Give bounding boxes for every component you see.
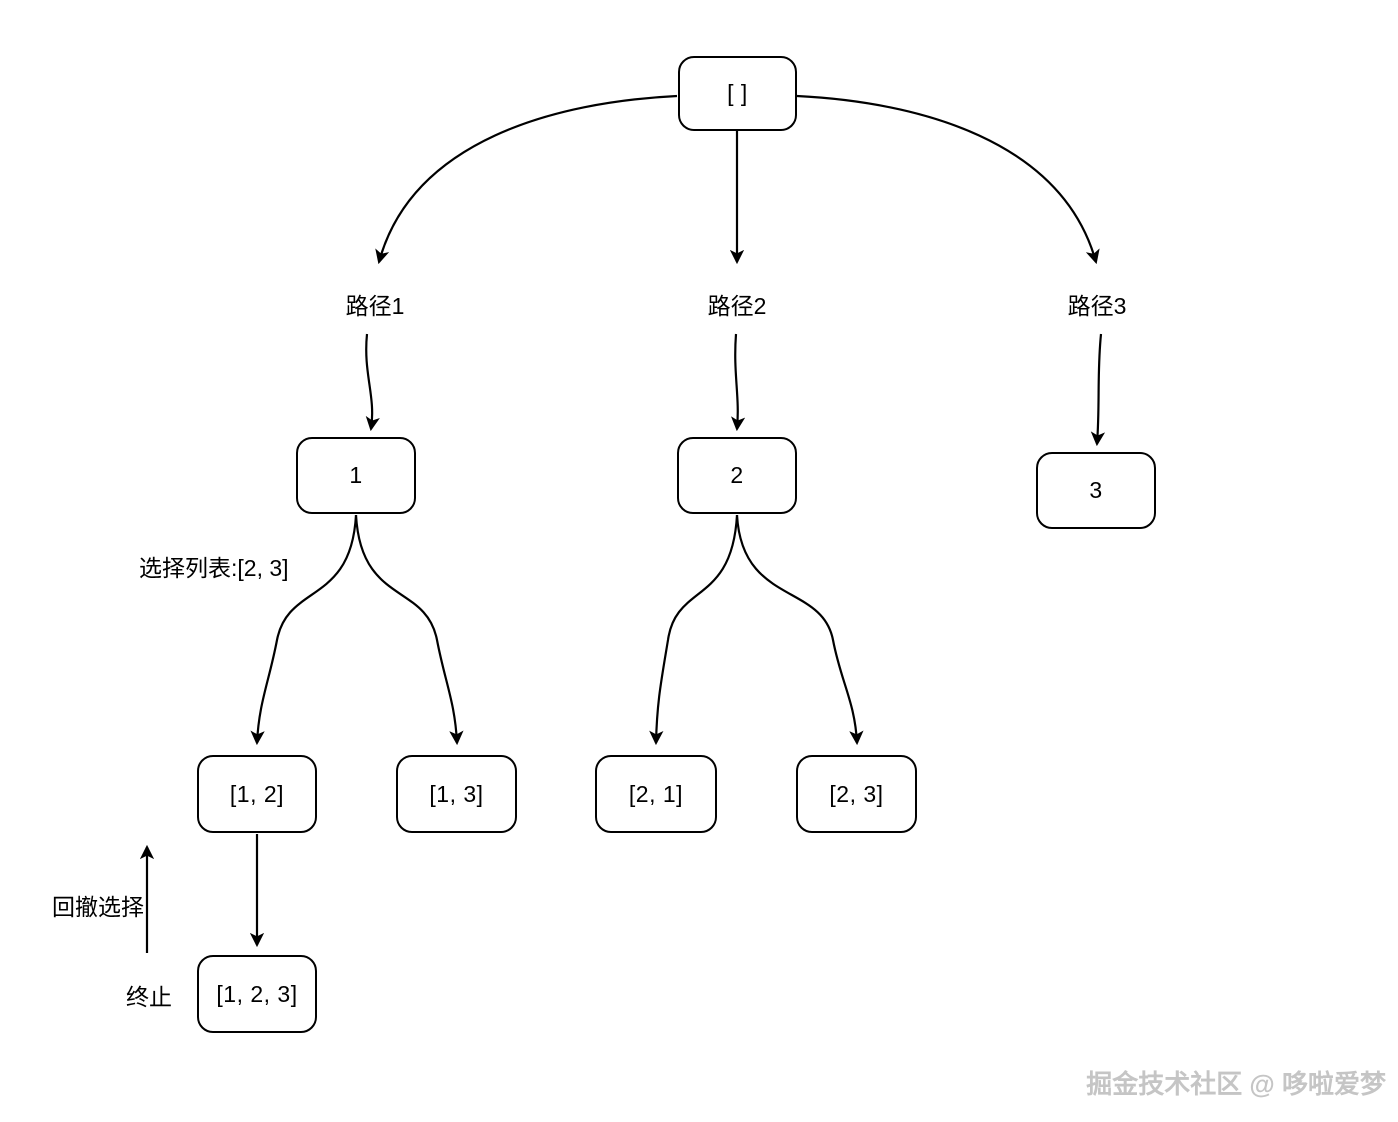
node-2: 2 bbox=[677, 437, 797, 514]
label-backtrack: 回撤选择 bbox=[52, 894, 144, 920]
edge-n1-to-n12 bbox=[250, 514, 358, 746]
node-root: [ ] bbox=[678, 56, 797, 131]
node-1-2-3: [1, 2, 3] bbox=[197, 955, 317, 1033]
label-choice-list: 选择列表:[2, 3] bbox=[139, 555, 289, 581]
edge-path1-to-n1 bbox=[365, 333, 380, 432]
edge-path3-to-n3 bbox=[1090, 333, 1106, 447]
node-1: 1 bbox=[296, 437, 416, 514]
node-3: 3 bbox=[1036, 452, 1156, 529]
label-path3: 路径3 bbox=[1067, 293, 1127, 319]
edge-root-to-path3 bbox=[796, 94, 1100, 265]
label-path1: 路径1 bbox=[345, 293, 405, 319]
node-1-3: [1, 3] bbox=[396, 755, 517, 833]
node-2-1: [2, 1] bbox=[595, 755, 717, 833]
edge-n2-to-n23 bbox=[735, 514, 864, 746]
label-terminate: 终止 bbox=[126, 984, 172, 1010]
node-2-3: [2, 3] bbox=[796, 755, 917, 833]
node-1-2: [1, 2] bbox=[197, 755, 317, 833]
edge-path2-to-n2 bbox=[730, 333, 746, 432]
watermark: 掘金技术社区 @ 哆啦爱梦 bbox=[1086, 1069, 1386, 1099]
edge-n1-to-n13 bbox=[354, 514, 464, 746]
label-path2: 路径2 bbox=[707, 293, 767, 319]
edge-n2-to-n21 bbox=[649, 514, 739, 746]
edge-root-to-path1 bbox=[375, 94, 678, 265]
